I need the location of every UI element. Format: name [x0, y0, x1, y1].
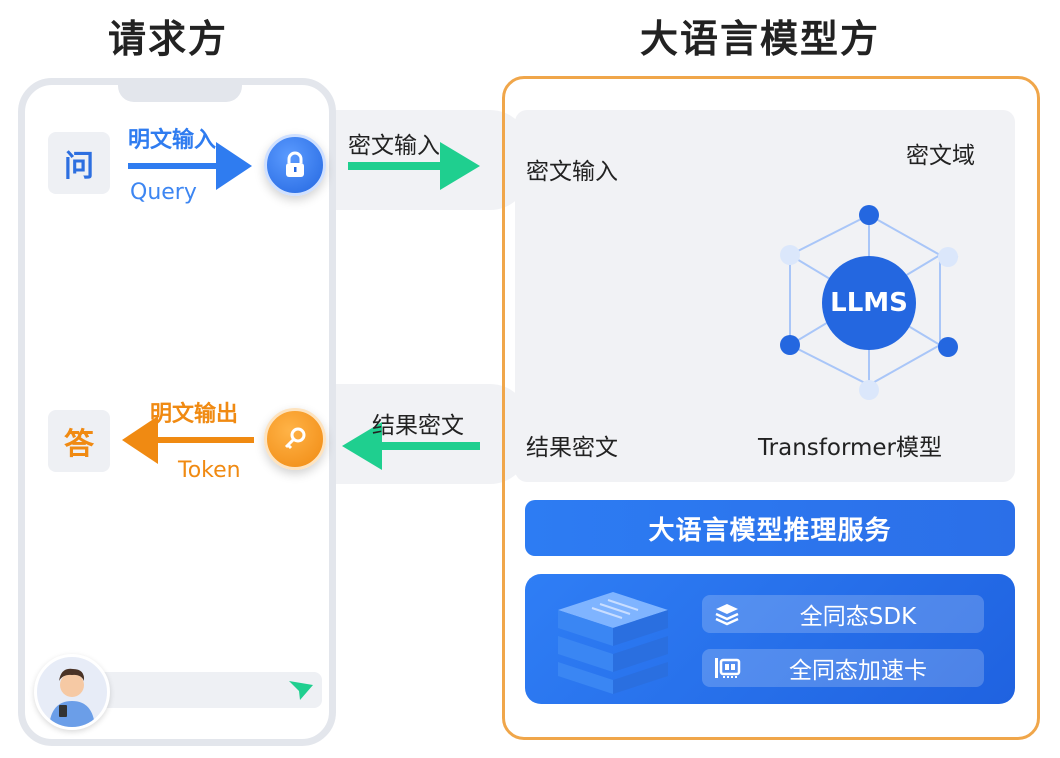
plaintext-input-sub: Query	[130, 180, 197, 205]
llms-core-label: LLMS	[830, 288, 908, 318]
inference-service-bar: 大语言模型推理服务	[525, 500, 1015, 556]
lock-icon	[264, 134, 326, 196]
fhe-sdk-label: 全同态SDK	[799, 604, 917, 630]
key-icon	[264, 408, 326, 470]
answer-chip: 答	[48, 410, 110, 472]
domain-label: 密文域	[906, 143, 975, 169]
phone-notch	[118, 78, 242, 102]
cipher-domain-panel	[515, 110, 1015, 482]
avatar-icon	[34, 654, 110, 730]
sdk-stack-icon	[702, 602, 752, 626]
model-cipher-result-label: 结果密文	[526, 435, 618, 461]
llms-network	[780, 205, 959, 400]
plaintext-output-sub: Token	[178, 458, 241, 483]
plaintext-input-label: 明文输入	[128, 128, 217, 153]
fhe-accelerator-label: 全同态加速卡	[789, 658, 927, 684]
model-side-frame	[502, 76, 1040, 740]
transfer-cipher-result-label: 结果密文	[372, 413, 464, 439]
model-side-title: 大语言模型方	[640, 17, 881, 61]
fhe-sdk-item: 全同态SDK	[702, 595, 984, 633]
model-cipher-input-label: 密文输入	[526, 159, 618, 185]
plaintext-output-label: 明文输出	[150, 402, 239, 427]
send-icon[interactable]	[288, 679, 314, 705]
server-icon	[558, 592, 668, 694]
requester-title: 请求方	[108, 17, 229, 61]
accelerator-card-icon	[702, 656, 752, 680]
transfer-cipher-input-label: 密文输入	[348, 133, 440, 159]
fhe-accelerator-item: 全同态加速卡	[702, 649, 984, 687]
model-label: Transformer模型	[758, 435, 943, 461]
question-chip: 问	[48, 132, 110, 194]
